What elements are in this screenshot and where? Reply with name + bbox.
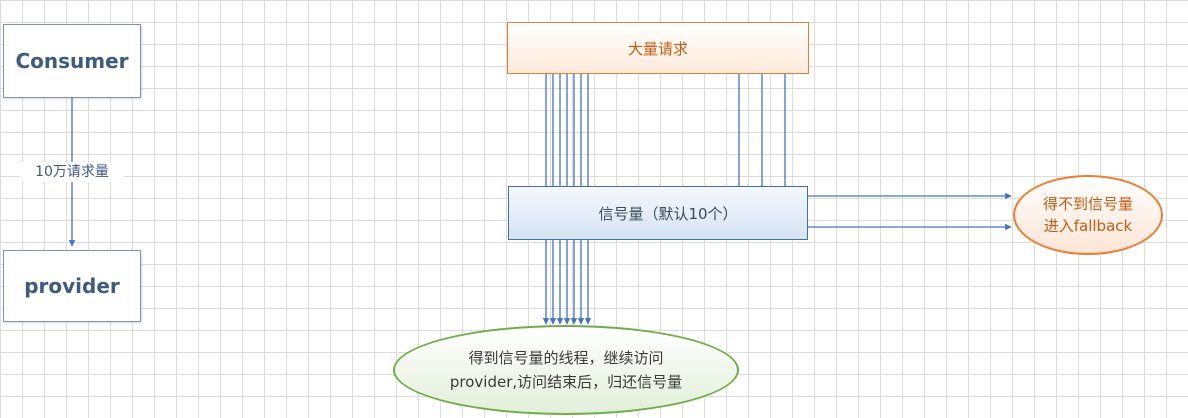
success-node: 得到信号量的线程，继续访问 provider,访问结束后，归还信号量 <box>393 325 739 415</box>
fallback-label-line1: 得不到信号量 <box>1042 195 1133 213</box>
provider-node: provider <box>3 250 141 322</box>
semaphore-node: 信号量（默认10个） <box>508 186 808 240</box>
consumer-label: Consumer <box>15 49 129 73</box>
consumer-node: Consumer <box>3 24 141 98</box>
request-volume-label: 10万请求量 <box>20 162 124 182</box>
success-label-line1: 得到信号量的线程，继续访问 <box>468 349 664 367</box>
provider-label: provider <box>24 274 120 298</box>
mass-requests-label: 大量请求 <box>627 39 688 58</box>
semaphore-label: 信号量（默认10个） <box>598 204 738 223</box>
fallback-label-line2: 进入fallback <box>1043 217 1133 235</box>
success-label-line2: provider,访问结束后，归还信号量 <box>449 373 683 391</box>
fallback-node: 得不到信号量 进入fallback <box>1013 175 1163 255</box>
mass-requests-node: 大量请求 <box>507 22 809 74</box>
